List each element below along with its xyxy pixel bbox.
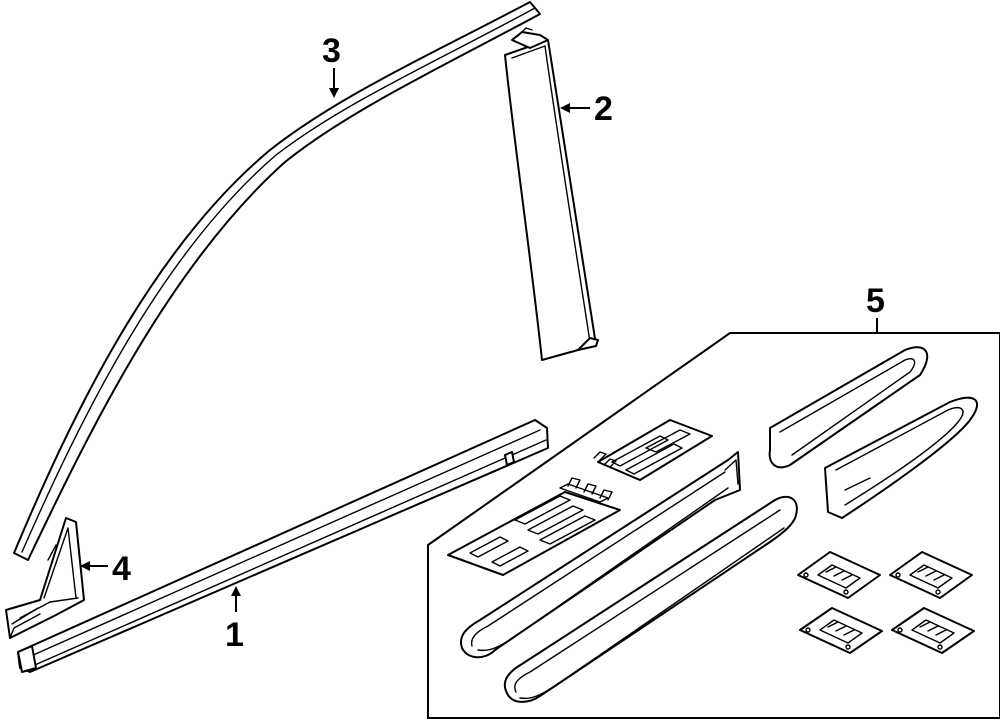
mirror-flag-part xyxy=(5,517,85,639)
callout-2: 2 xyxy=(594,90,613,128)
upper-emblem-trim xyxy=(768,346,929,469)
mounting-pad-2 xyxy=(889,551,973,599)
callout-4: 4 xyxy=(112,550,131,588)
mounting-pad-4 xyxy=(891,607,975,654)
mounting-pad-1 xyxy=(797,551,881,599)
callout-1: 1 xyxy=(225,616,244,654)
belt-molding-part xyxy=(17,419,549,673)
leader-lines xyxy=(80,68,878,612)
front-side-molding xyxy=(460,451,741,659)
roof-molding-part xyxy=(13,1,541,561)
grille-emblem-trim xyxy=(824,396,979,519)
mounting-pad-3 xyxy=(799,607,883,654)
callout-5: 5 xyxy=(866,282,885,320)
adhesive-pad-sheet-large xyxy=(447,477,621,576)
pillar-applique-part xyxy=(504,27,599,361)
adhesive-pad-sheet-small xyxy=(593,419,713,481)
part5-group-box xyxy=(427,332,1000,719)
rear-side-molding xyxy=(503,495,798,703)
callout-3: 3 xyxy=(322,32,341,70)
